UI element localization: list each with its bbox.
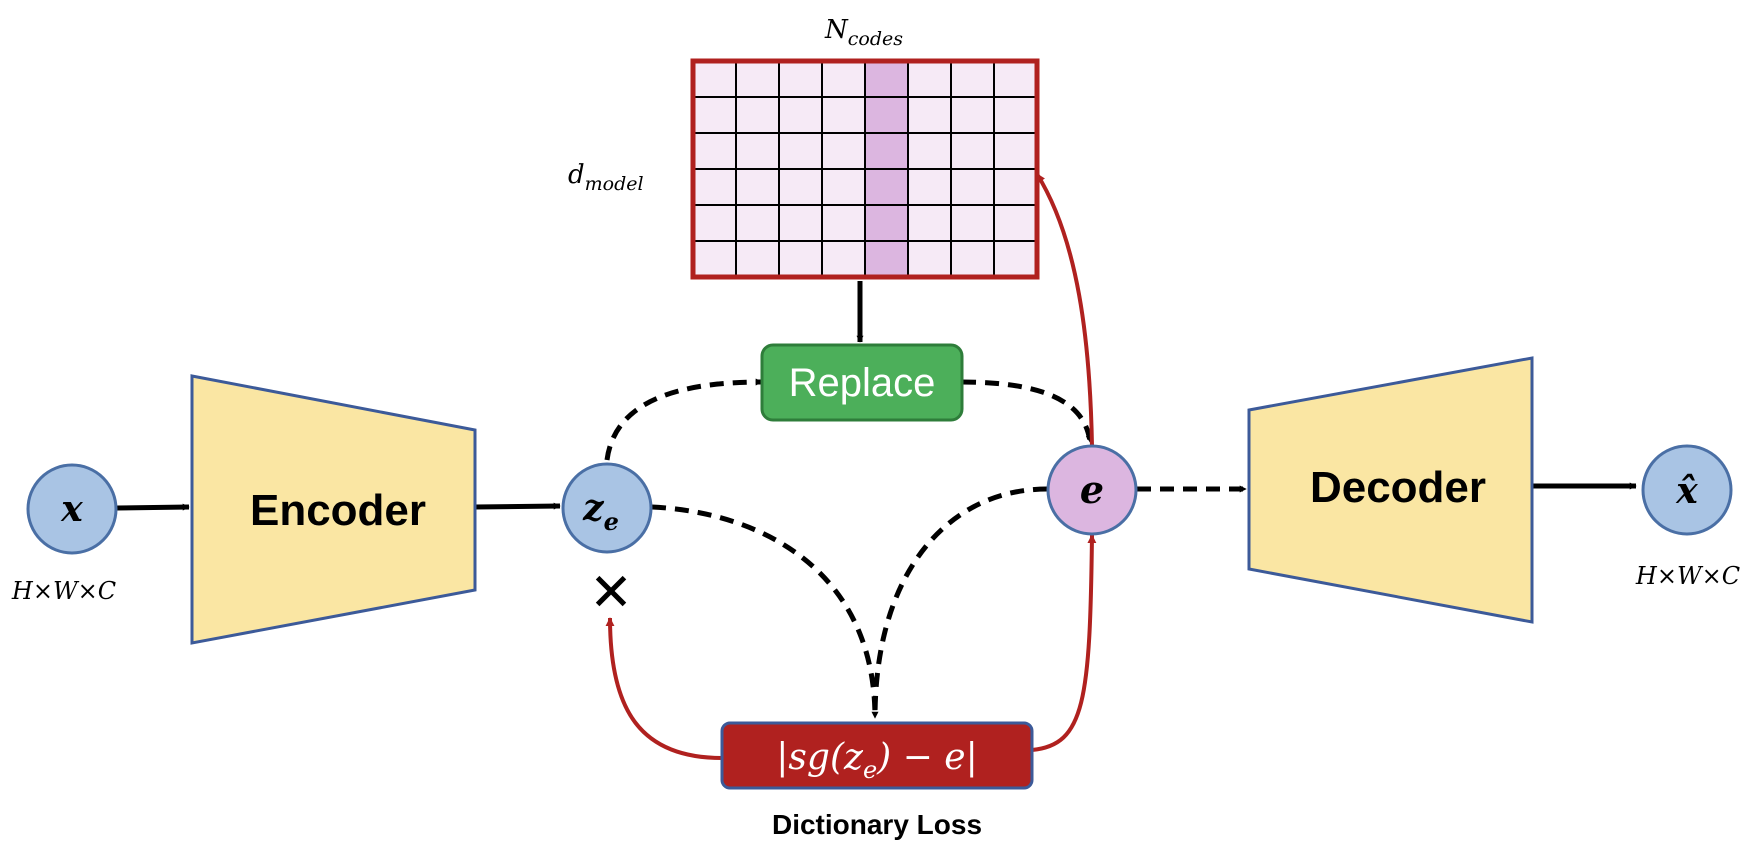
arrow-encoder-to-latent (474, 502, 561, 510)
codebook-cell (692, 96, 737, 134)
codebook-cell (735, 132, 780, 170)
codebook-cell (950, 96, 995, 134)
latent-subscript: e (604, 507, 619, 536)
codebook-cell-selected (864, 240, 909, 278)
loss-caption: Dictionary Loss (772, 809, 982, 840)
codebook-cell (950, 240, 995, 278)
encoder-block: Encoder (190, 374, 477, 645)
replace-box (760, 343, 964, 422)
codebook-cell (778, 60, 823, 98)
input-shape-label: H×W×C (11, 577, 116, 605)
replace-label: Replace (789, 361, 936, 405)
codebook-columns-label: Ncodes (824, 15, 903, 50)
output-symbol: x̂ (1675, 470, 1698, 512)
codebook-cell (950, 168, 995, 206)
codebook-cell (907, 168, 952, 206)
codebook-cell (821, 168, 866, 206)
latent-node: ze ✕ (561, 462, 653, 623)
input-circle (26, 463, 118, 555)
arrow-input-to-encoder (116, 503, 190, 511)
codebook-cell (821, 132, 866, 170)
codebook-cell (907, 60, 952, 98)
codebook-cell (993, 132, 1038, 170)
replace-node: Replace (760, 343, 964, 422)
arrow-embedding-to-loss (872, 486, 1048, 719)
codebook-cell (735, 96, 780, 134)
gradient-embedding-to-codebook (1035, 172, 1094, 447)
codebook-cell (778, 96, 823, 134)
codebook-cell (821, 96, 866, 134)
decoder-trapezoid (1247, 356, 1534, 624)
codebook-cell (821, 240, 866, 278)
output-circle (1641, 444, 1733, 536)
codebook-cell (692, 132, 737, 170)
codebook-cell-selected (864, 60, 909, 98)
arrow-replace-to-embedding (961, 379, 1093, 443)
codebook-cell (692, 240, 737, 278)
codebook-cell (907, 204, 952, 242)
latent-symbol: ze (582, 487, 619, 536)
embedding-symbol: e (1080, 467, 1104, 512)
embedding-circle (1046, 444, 1138, 536)
codebook-cell (907, 96, 952, 134)
codebook-cell (821, 204, 866, 242)
connections (116, 172, 1637, 760)
codebook-border (690, 58, 1040, 280)
codebook-cell (950, 204, 995, 242)
codebook-cell (993, 204, 1038, 242)
codebook-cell (993, 96, 1038, 134)
codebook-cell-selected (864, 96, 909, 134)
loss-formula: |sg(ze) − e| (776, 737, 977, 784)
arrow-latent-to-replace (604, 378, 763, 461)
codebook-cell-selected (864, 168, 909, 206)
embedding-node: e (1046, 444, 1138, 536)
codebook: Ncodes dmodel (568, 15, 1040, 280)
codebook-cell (907, 240, 952, 278)
input-node: x H×W×C (11, 463, 118, 605)
codebook-grid (690, 58, 1040, 280)
codebook-rows-label: dmodel (568, 160, 644, 195)
latent-circle (561, 462, 653, 554)
codebook-cell (735, 168, 780, 206)
gradient-loss-to-latent (605, 617, 723, 760)
codebook-cell (907, 132, 952, 170)
decoder-label: Decoder (1310, 463, 1486, 512)
codebook-cell-selected (864, 204, 909, 242)
loss-node: |sg(ze) − e| Dictionary Loss (720, 721, 1034, 840)
encoder-label: Encoder (250, 486, 426, 535)
decoder-block: Decoder (1247, 356, 1534, 624)
arrow-latent-to-loss (651, 504, 879, 719)
codebook-cell (778, 132, 823, 170)
output-shape-label: H×W×C (1635, 562, 1740, 590)
codebook-cell (993, 240, 1038, 278)
codebook-cell (993, 168, 1038, 206)
codebook-cell (692, 60, 737, 98)
codebook-cell (950, 132, 995, 170)
codebook-cell (778, 240, 823, 278)
codebook-cell (692, 204, 737, 242)
codebook-cell (692, 168, 737, 206)
gradient-loss-to-embedding (1031, 534, 1097, 752)
input-symbol: x (60, 488, 83, 530)
codebook-cell (778, 204, 823, 242)
encoder-trapezoid (190, 374, 477, 645)
output-node: x̂ H×W×C (1635, 444, 1740, 590)
loss-box (720, 721, 1034, 790)
codebook-cell (821, 60, 866, 98)
stop-gradient-mark: ✕ (589, 563, 633, 623)
codebook-cell (735, 60, 780, 98)
codebook-cell (735, 240, 780, 278)
codebook-cell (993, 60, 1038, 98)
codebook-cell-selected (864, 132, 909, 170)
codebook-cell (735, 204, 780, 242)
codebook-cell (778, 168, 823, 206)
codebook-cell (950, 60, 995, 98)
